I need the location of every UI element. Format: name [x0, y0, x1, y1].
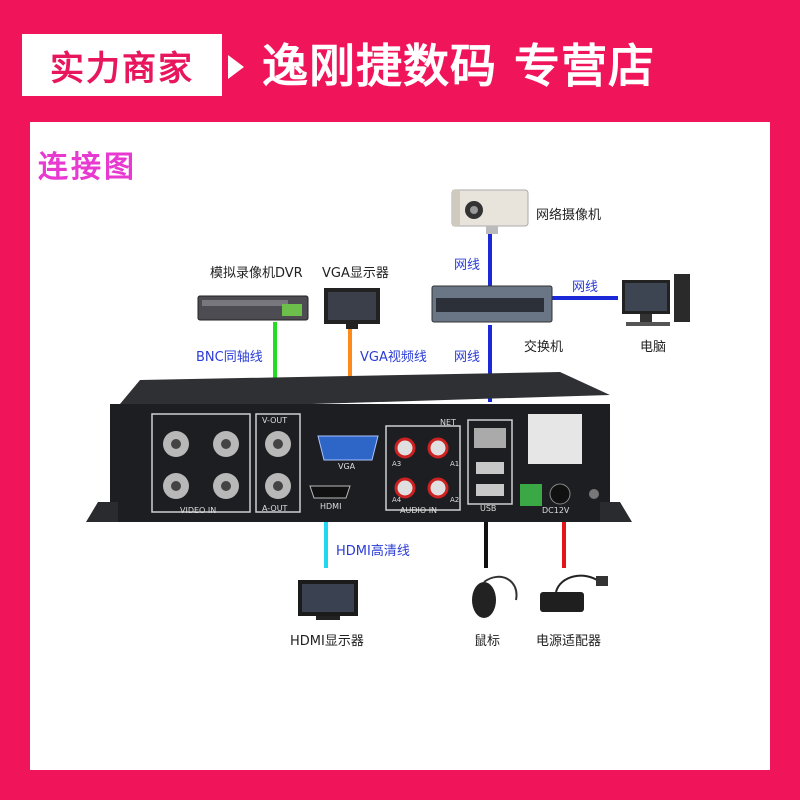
- net-usb-ports: [467, 419, 513, 505]
- panel-v-out: V-OUT: [262, 416, 288, 425]
- label-switch: 交换机: [524, 340, 564, 355]
- badge-arrow-icon: [228, 55, 244, 79]
- label-cable-net-camera: 网线: [454, 258, 481, 273]
- hdmi-port: [309, 485, 351, 499]
- panel-a4: A4: [392, 496, 402, 504]
- label-computer: 电脑: [640, 340, 667, 355]
- computer-icon: [622, 274, 690, 326]
- audio-in-ports: [385, 425, 461, 511]
- panel-a-out: A-OUT: [262, 504, 288, 513]
- label-cable-vga: VGA视频线: [360, 350, 427, 365]
- mouse-icon: [472, 575, 518, 618]
- network-camera-icon: [451, 189, 529, 234]
- label-power-adapter: 电源适配器: [536, 634, 602, 649]
- hdmi-monitor-icon: [298, 580, 358, 620]
- power-adapter-icon: [540, 574, 608, 612]
- switch-icon: [431, 285, 553, 323]
- vga-monitor-icon: [324, 288, 380, 329]
- label-cable-hdmi: HDMI高清线: [336, 544, 410, 559]
- panel-net: NET: [440, 418, 456, 427]
- panel-video-in: VIDEO IN: [180, 506, 217, 515]
- label-hdmi-monitor: HDMI显示器: [290, 634, 364, 649]
- video-in-ports: [151, 413, 251, 513]
- analog-dvr-icon: [197, 295, 309, 321]
- label-network-camera: 网络摄像机: [536, 208, 602, 223]
- panel-a1: A1: [450, 460, 460, 468]
- panel-usb: USB: [480, 504, 497, 513]
- shop-name: 逸刚捷数码 专营店: [262, 39, 656, 93]
- panel-a2: A2: [450, 496, 460, 504]
- label-vga-monitor: VGA显示器: [322, 266, 389, 281]
- panel-audio-in: AUDIO IN: [400, 506, 438, 515]
- panel-a3: A3: [392, 460, 402, 468]
- panel-dc: DC12V: [542, 506, 570, 515]
- label-analog-dvr: 模拟录像机DVR: [210, 266, 303, 281]
- panel-hdmi: HDMI: [320, 502, 342, 511]
- header-banner: 实力商家 逸刚捷数码 专营店: [0, 0, 800, 122]
- merchant-badge: 实力商家: [22, 34, 222, 96]
- vga-port: [317, 435, 379, 461]
- label-cable-net-device: 网线: [454, 350, 481, 365]
- power-area: [520, 414, 599, 506]
- label-cable-net-computer: 网线: [572, 280, 599, 295]
- label-cable-bnc: BNC同轴线: [196, 350, 263, 365]
- out-ports: [255, 413, 301, 513]
- label-mouse: 鼠标: [474, 634, 501, 649]
- panel-vga: VGA: [338, 462, 356, 471]
- diagram-title: 连接图: [38, 150, 137, 185]
